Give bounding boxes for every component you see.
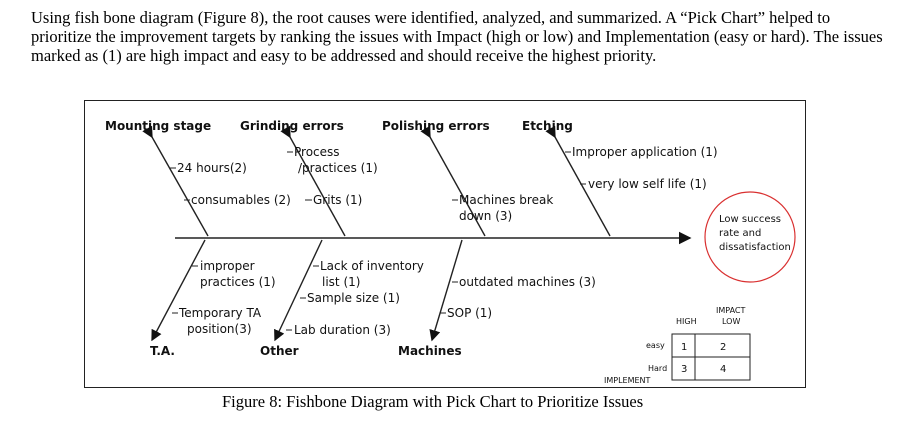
category-other: Other [260, 344, 299, 358]
pick-implement-label: IMPLEMENT [604, 376, 651, 385]
bone-mounting [142, 125, 209, 237]
cause-temporary-ta-line2: position(3) [187, 322, 252, 336]
cause-improper-line2: practices (1) [200, 275, 276, 289]
effect-line2: rate and [719, 228, 761, 239]
effect-line3: dissatisfaction [719, 242, 791, 253]
cause-shelf-life: very low self life (1) [588, 177, 707, 191]
pick-cell-easy-high: 1 [681, 342, 687, 353]
intro-paragraph: Using fish bone diagram (Figure 8), the … [31, 8, 883, 65]
pick-cell-easy-low: 2 [720, 342, 726, 353]
bone-other [274, 239, 323, 342]
cause-machines-break-line2: down (3) [459, 209, 512, 223]
category-mounting-stage: Mounting stage [105, 119, 211, 133]
figure-frame [84, 100, 806, 388]
pick-cell-hard-high: 3 [681, 364, 687, 375]
cause-improper-line1: improper [200, 259, 255, 273]
cause-process-line2: /practices (1) [298, 161, 378, 175]
bone-ta [151, 239, 206, 342]
category-polishing-errors: Polishing errors [382, 119, 490, 133]
cause-lab-duration: Lab duration (3) [294, 323, 391, 337]
cause-grits: Grits (1) [313, 193, 362, 207]
effect-line1: Low success [719, 214, 781, 225]
cause-inventory-line1: Lack of inventory [320, 259, 424, 273]
category-grinding-errors: Grinding errors [240, 119, 344, 133]
cause-sample-size: Sample size (1) [307, 291, 400, 305]
pick-impact-label: IMPACT [716, 306, 745, 315]
cause-process-line1: Process [294, 145, 340, 159]
pick-low-label: LOW [722, 317, 740, 326]
pick-high-label: HIGH [676, 317, 697, 326]
pick-easy-label: easy [646, 341, 665, 350]
bone-machines [429, 239, 463, 342]
bone-grinding [280, 125, 346, 237]
cause-inventory-line2: list (1) [322, 275, 360, 289]
cause-temporary-ta-line1: Temporary TA [178, 306, 262, 320]
cause-outdated-machines: outdated machines (3) [459, 275, 596, 289]
pick-cell-hard-low: 4 [720, 364, 726, 375]
cause-machines-break-line1: Machines break [459, 193, 553, 207]
bone-polishing [420, 125, 486, 237]
category-machines: Machines [398, 344, 462, 358]
effect-circle [704, 191, 796, 283]
pick-chart: IMPACT HIGH LOW easy Hard 1 2 3 4 IMPLEM… [604, 306, 751, 385]
category-etching: Etching [522, 119, 573, 133]
figure-caption: Figure 8: Fishbone Diagram with Pick Cha… [222, 392, 644, 411]
cause-consumables: consumables (2) [191, 193, 291, 207]
cause-improper-application: Improper application (1) [572, 145, 718, 159]
bone-etching [545, 125, 611, 237]
pick-hard-label: Hard [648, 364, 667, 373]
cause-24-hours: 24 hours(2) [177, 161, 247, 175]
cause-sop: SOP (1) [447, 306, 492, 320]
category-ta: T.A. [150, 344, 175, 358]
